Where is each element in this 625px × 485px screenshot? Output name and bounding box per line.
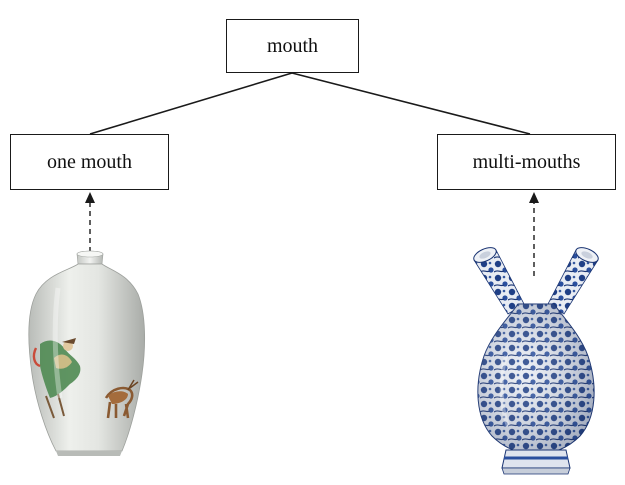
- node-mouth: mouth: [226, 19, 359, 73]
- single-mouth-vase-image: [24, 248, 154, 458]
- arrowhead-left-icon: [85, 192, 95, 203]
- link-root-to-one-mouth: [90, 73, 292, 134]
- link-root-to-multi-mouths: [292, 73, 530, 134]
- node-multi-mouths: multi-mouths: [437, 134, 616, 190]
- arrowhead-right-icon: [529, 192, 539, 203]
- node-one-mouth: one mouth: [10, 134, 169, 190]
- multi-mouth-vase-image: [466, 246, 606, 482]
